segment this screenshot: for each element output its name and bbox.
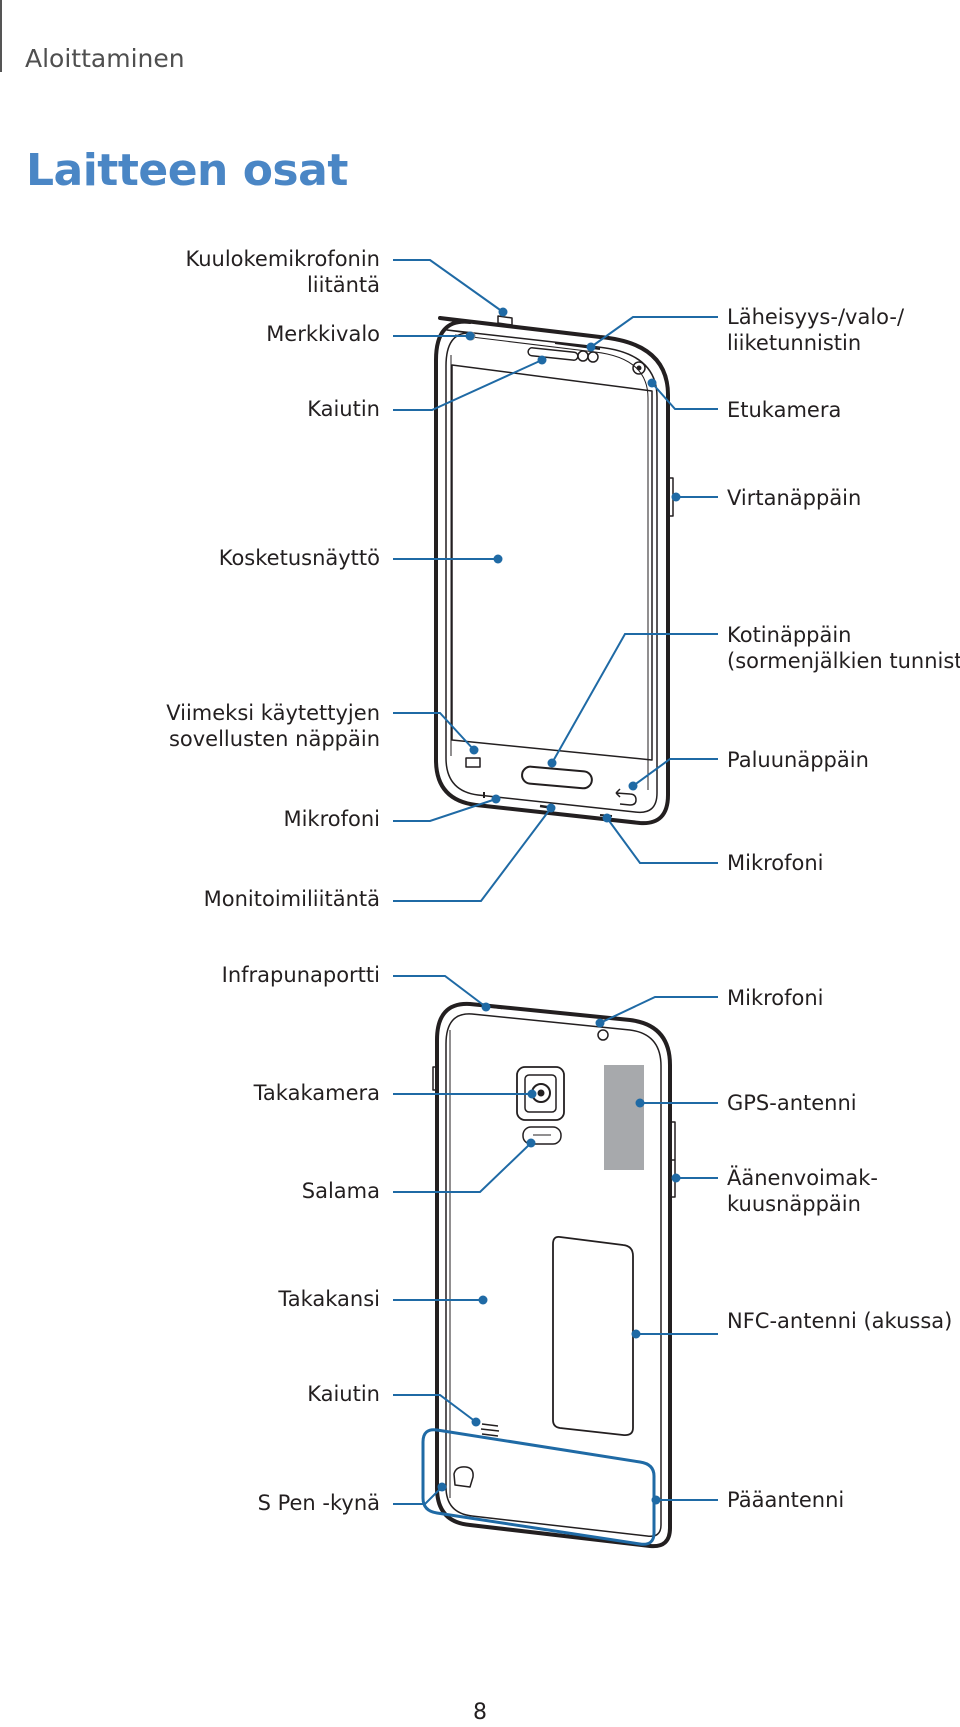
label-home-key: Kotinäppäin (sormenjälkien tunnistin) <box>727 622 960 674</box>
label-line: Kotinäppäin <box>727 623 852 647</box>
label-line: sovellusten näppäin <box>168 727 380 751</box>
label-line: Äänenvoimak- <box>727 1166 878 1190</box>
callout-lines <box>393 259 718 1505</box>
label-line: (sormenjälkien tunnistin) <box>727 649 960 673</box>
label-line: liitäntä <box>306 273 380 297</box>
label-indicator-light: Merkkivalo <box>266 321 380 347</box>
label-multipurpose-jack: Monitoimiliitäntä <box>204 886 380 912</box>
label-line: Kosketusnäyttö <box>218 546 380 570</box>
page-number: 8 <box>473 1700 487 1725</box>
label-line: Salama <box>301 1179 380 1203</box>
label-line: NFC-antenni (akussa) <box>727 1309 953 1333</box>
label-speaker-back: Kaiutin <box>307 1381 380 1407</box>
label-line: Monitoimiliitäntä <box>203 887 380 911</box>
label-touchscreen: Kosketusnäyttö <box>219 545 380 571</box>
label-s-pen: S Pen -kynä <box>258 1490 380 1516</box>
label-flash: Salama <box>302 1178 380 1204</box>
label-microphone-bottom: Mikrofoni <box>727 850 824 876</box>
label-gps-antenna: GPS-antenni <box>727 1090 857 1116</box>
label-line: Pääantenni <box>727 1488 845 1512</box>
label-recent-apps-key: Viimeksi käytettyjen sovellusten näppäin <box>166 700 380 752</box>
label-line: Mikrofoni <box>727 851 824 875</box>
label-front-camera: Etukamera <box>727 397 841 423</box>
label-ir-port: Infrapunaportti <box>222 962 380 988</box>
label-nfc-antenna: NFC-antenni (akussa) <box>727 1308 952 1334</box>
label-microphone-front: Mikrofoni <box>283 806 380 832</box>
label-line: kuusnäppäin <box>727 1192 861 1216</box>
label-power-key: Virtanäppäin <box>727 485 861 511</box>
label-main-antenna: Pääantenni <box>727 1487 844 1513</box>
label-line: Mikrofoni <box>283 807 380 831</box>
front-phone-drawing <box>434 315 674 826</box>
page-title: Laitteen osat <box>26 145 348 196</box>
callout-dots <box>437 307 681 1505</box>
label-line: S Pen -kynä <box>257 1491 380 1515</box>
label-line: Viimeksi käytettyjen <box>166 701 380 725</box>
label-line: GPS-antenni <box>727 1091 857 1115</box>
label-line: Kaiutin <box>307 1382 380 1406</box>
label-line: Virtanäppäin <box>727 486 862 510</box>
label-line: liiketunnistin <box>727 331 862 355</box>
section-heading: Aloittaminen <box>25 44 185 73</box>
label-earpiece-speaker: Kaiutin <box>307 396 380 422</box>
label-line: Paluunäppäin <box>727 748 869 772</box>
label-line: Infrapunaportti <box>221 963 380 987</box>
label-back-cover: Takakansi <box>278 1286 380 1312</box>
label-line: Takakamera <box>253 1081 380 1105</box>
label-line: Takakansi <box>278 1287 380 1311</box>
label-line: Mikrofoni <box>727 986 824 1010</box>
back-phone-drawing <box>421 1001 676 1549</box>
label-volume-key: Äänenvoimak- kuusnäppäin <box>727 1165 878 1217</box>
label-line: Merkkivalo <box>266 322 380 346</box>
label-rear-camera: Takakamera <box>254 1080 380 1106</box>
label-line: Läheisyys-/valo-/ <box>727 305 905 329</box>
label-line: Kaiutin <box>307 397 380 421</box>
label-proximity-sensor: Läheisyys-/valo-/ liiketunnistin <box>727 304 904 356</box>
label-microphone-top: Mikrofoni <box>727 985 824 1011</box>
label-back-key: Paluunäppäin <box>727 747 869 773</box>
label-line: Etukamera <box>727 398 842 422</box>
label-headset-jack: Kuulokemikrofonin liitäntä <box>185 246 380 298</box>
header-rule <box>0 0 2 72</box>
label-line: Kuulokemikrofonin <box>185 247 380 271</box>
